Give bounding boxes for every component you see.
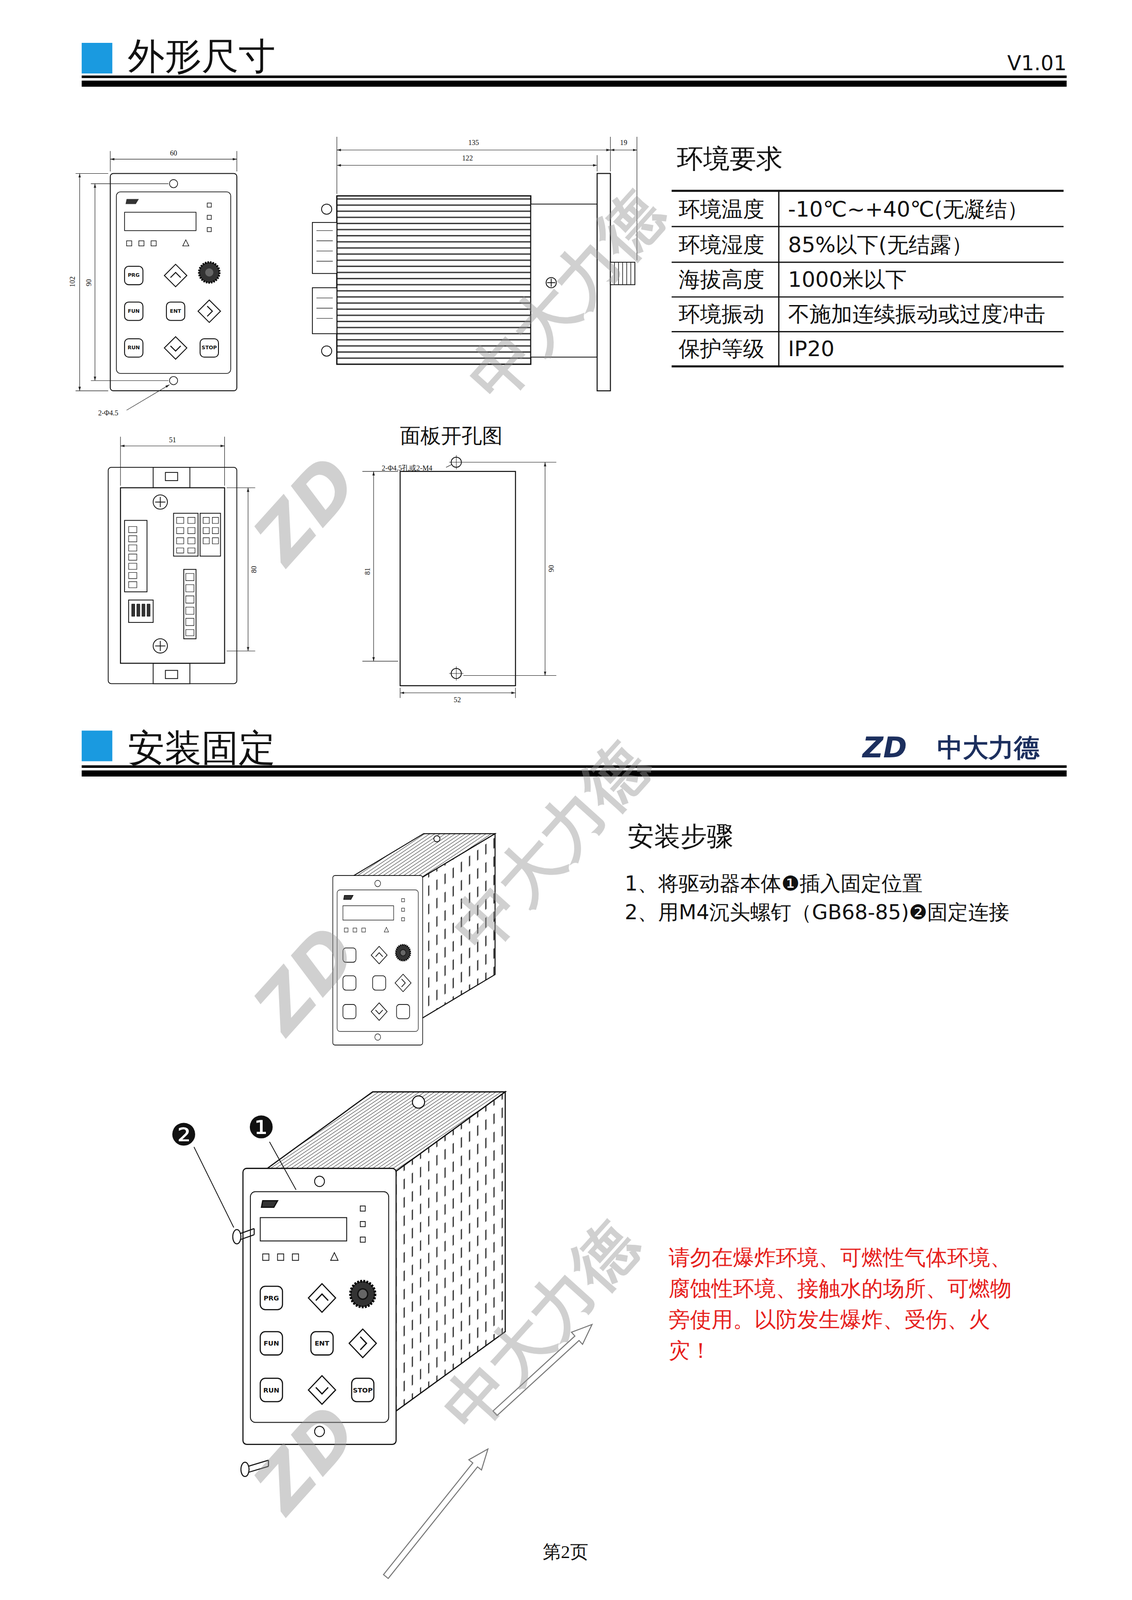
key-label: ENT [314, 1340, 330, 1348]
table-title: 环境要求 [676, 143, 783, 176]
logo-text: 中大力德 [937, 732, 1040, 764]
table-cell: 海拔高度 [678, 266, 765, 293]
dimension: 52 [453, 695, 462, 705]
watermark: ZD [242, 445, 370, 576]
version: V1.01 [1007, 51, 1067, 76]
table-cell: 环境振动 [678, 301, 765, 328]
dimension: 80 [249, 566, 259, 574]
table-cell: 1000米以下 [788, 266, 908, 293]
key-label: STOP [353, 1386, 373, 1394]
table-cell: 不施加连续振动或过度冲击 [788, 301, 1046, 328]
key-label: ENT [170, 308, 182, 314]
key-label: RUN [263, 1386, 280, 1394]
dimension: 51 [168, 435, 177, 445]
warning-note: 请勿在爆炸环境、可燃性气体环境、腐蚀性环境、接触水的场所、可燃物旁使用。以防发生… [668, 1242, 1018, 1367]
dimension: 81 [363, 567, 372, 576]
panel-cutout [362, 455, 557, 699]
table-cell: -10℃~+40℃(无凝结） [788, 196, 1029, 223]
page-number: 第2页 [542, 1541, 589, 1564]
table-cell: IP20 [788, 336, 835, 362]
callout-number: ❷ [170, 1116, 198, 1154]
key-label: FUN [263, 1340, 280, 1348]
figure-title: 面板开孔图 [399, 423, 503, 449]
section-header-bars [81, 42, 1067, 777]
front-view [75, 150, 238, 411]
logo-mark: ZD [862, 731, 907, 766]
dimension: 60 [170, 148, 178, 158]
key-label: FUN [127, 308, 140, 314]
step-text: 1、将驱动器本体❶插入固定位置 [624, 871, 924, 897]
table-cell: 环境湿度 [678, 232, 765, 258]
key-label: STOP [201, 345, 217, 351]
table-cell: 环境温度 [678, 196, 765, 223]
dimension: 90 [84, 279, 94, 287]
dimension: 102 [67, 276, 77, 287]
dimension: 2-Φ4.5孔或2-M4 [381, 464, 433, 473]
environment-table-lines [671, 190, 1064, 367]
callout-number: ❶ [247, 1109, 276, 1147]
key-label: PRG [263, 1295, 280, 1303]
subheading: 安装步骤 [627, 820, 734, 853]
dimension: 19 [620, 138, 628, 148]
section-title: 外形尺寸 [127, 34, 276, 79]
key-label: PRG [127, 273, 140, 279]
rear-view [108, 436, 255, 685]
section-title: 安装固定 [127, 726, 276, 771]
dimension: 90 [546, 565, 556, 573]
key-label: RUN [127, 345, 141, 351]
step-text: 2、用M4沉头螺钉（GB68-85)❷固定连接 [624, 900, 1010, 925]
dimension: 2-Φ4.5 [98, 409, 119, 418]
table-cell: 85%以下(无结露） [788, 232, 973, 258]
dimension: 135 [468, 138, 479, 148]
dimension: 122 [462, 153, 473, 163]
table-cell: 保护等级 [678, 336, 765, 362]
